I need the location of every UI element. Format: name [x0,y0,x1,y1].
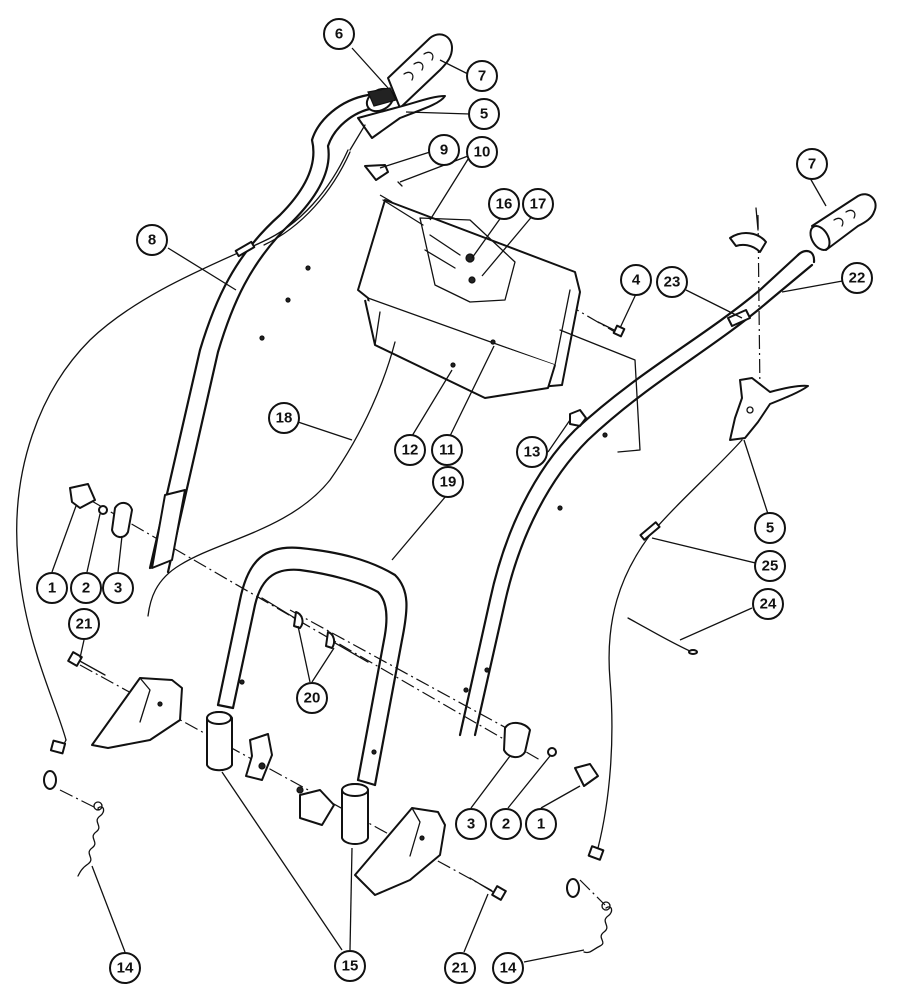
callout-number: 8 [148,232,156,249]
upper-bolts [364,164,424,226]
callout: 2 [490,808,522,840]
lower-handle [216,546,408,787]
callout-number: 4 [632,272,641,289]
callout: 5 [754,512,786,544]
callout-number: 5 [766,520,774,537]
callout: 21 [444,952,476,984]
callout-number: 14 [117,960,134,977]
callout-number: 5 [480,106,488,123]
callout: 23 [656,266,688,298]
callout: 7 [466,60,498,92]
callout-number: 2 [82,580,90,597]
left-upper-handle [148,93,376,574]
callout-number: 10 [474,144,491,161]
callout: 8 [136,224,168,256]
mounting-plate [559,329,641,453]
callout-number: 1 [48,580,56,597]
callout-number: 17 [530,196,547,213]
control-panel [357,199,581,399]
carriage-bolts [261,597,369,663]
callout-number: 19 [440,474,457,491]
right-hand-grip [809,193,877,251]
callout-number: 18 [276,410,293,427]
callout: 25 [754,550,786,582]
callout: 9 [428,134,460,166]
callout-number: 13 [524,444,541,461]
lower-right-bracket [354,807,446,896]
handle-collar [365,87,397,113]
tube-sleeves [206,711,369,845]
callout: 10 [466,136,498,168]
left-control-lever [349,95,446,151]
left-control-cable [16,149,351,790]
callout: 20 [296,682,328,714]
right-control-cable [566,439,743,898]
left-handle-knob [69,483,133,538]
callout: 11 [431,434,463,466]
callout-number: 1 [537,816,545,833]
callout: 19 [432,466,464,498]
right-spring [583,901,613,954]
bolt-21-left [67,651,106,676]
callout-number: 20 [304,690,321,707]
callout: 3 [102,572,134,604]
callout-number: 24 [760,596,777,613]
callout: 2 [70,572,102,604]
callout: 24 [752,588,784,620]
callout-number: 7 [478,68,486,85]
callout-number: 15 [342,958,359,975]
callout: 5 [468,98,500,130]
callout: 1 [525,808,557,840]
callout: 6 [323,18,355,50]
center-cable [147,341,396,617]
callout: 4 [620,264,652,296]
side-bolt [597,321,626,338]
bolt-21-right [469,877,507,901]
callout-number: 3 [467,816,475,833]
callout-number: 16 [496,196,513,213]
tube-clips [245,733,335,826]
callout: 16 [488,188,520,220]
left-spring [77,801,105,877]
wire-tie [627,617,698,655]
callout: 13 [516,436,548,468]
callout: 15 [334,950,366,982]
callout-number: 21 [452,960,469,977]
callout-number: 14 [500,960,517,977]
callout: 21 [68,608,100,640]
callout-number: 2 [502,816,510,833]
leader-lines [51,47,849,963]
callout-number: 6 [335,26,343,43]
callout-number: 3 [114,580,122,597]
callout-number: 11 [439,442,455,459]
callout-number: 25 [762,558,779,575]
callout: 17 [522,188,554,220]
right-handle-knob [503,722,599,787]
callout-number: 9 [440,142,448,159]
callout: 14 [492,952,524,984]
right-control-lever [729,377,809,441]
callout-number: 22 [849,270,866,287]
callout: 14 [109,952,141,984]
callout: 12 [394,434,426,466]
right-clamp [729,207,767,253]
callout-number: 23 [664,274,681,291]
callout-number: 21 [76,616,93,633]
right-upper-handle [458,249,816,737]
callout: 3 [455,808,487,840]
callout: 22 [841,262,873,294]
callout: 1 [36,572,68,604]
callout-number: 7 [808,156,816,173]
left-hand-grip [387,33,453,109]
callout: 7 [796,148,828,180]
callout: 18 [268,402,300,434]
lower-left-bracket [91,677,183,749]
callout-number: 12 [402,442,419,459]
